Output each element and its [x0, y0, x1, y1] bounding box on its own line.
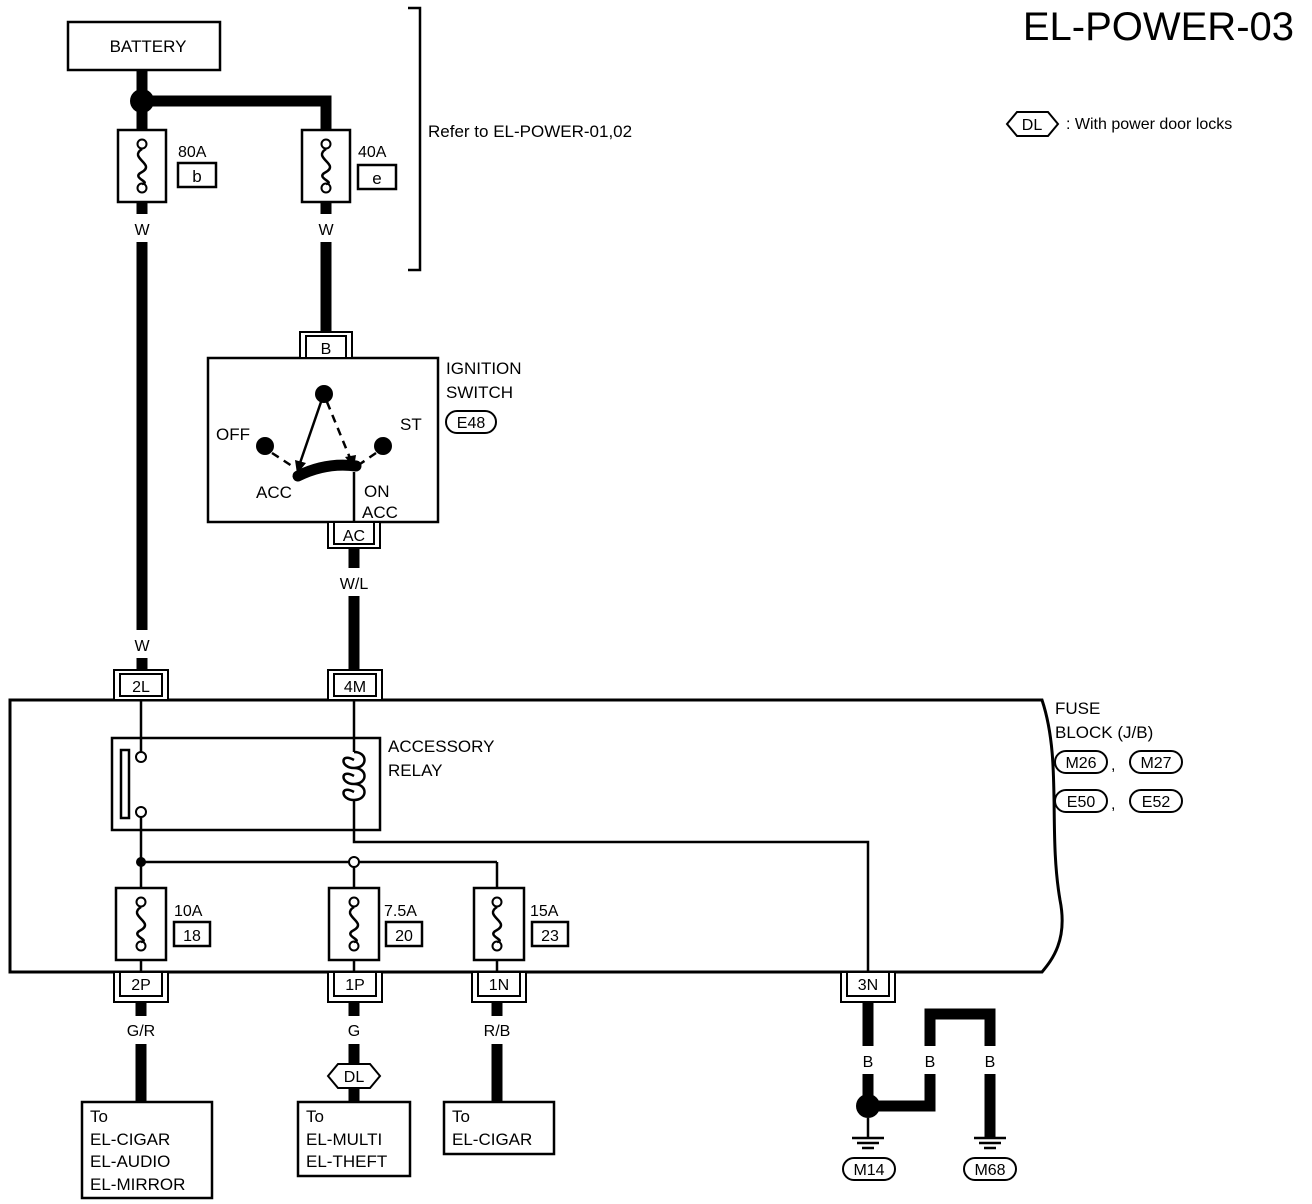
- connector-1n: [471, 971, 527, 1003]
- dest-18-line-2: EL-CIGAR: [90, 1130, 170, 1149]
- relay-name-1: ACCESSORY: [388, 737, 494, 756]
- ground-symbol-m14: [852, 1118, 884, 1150]
- ground-point-m68: M68: [974, 1162, 1005, 1179]
- fuse-18-number: 18: [183, 928, 201, 945]
- connector-e48-oval: [445, 410, 497, 434]
- ignition-pos-on: ON: [364, 482, 390, 501]
- fusible-link-40a: [300, 128, 352, 204]
- dest-23-line-1: To: [452, 1107, 470, 1126]
- wire-to-40a: [150, 95, 332, 130]
- terminal-3n: 3N: [858, 977, 878, 994]
- ground-symbol-m68: [974, 1136, 1006, 1150]
- accessory-relay: [110, 700, 870, 976]
- terminal-1p: 1P: [345, 977, 365, 994]
- legend-code: DL: [1022, 117, 1043, 134]
- jb-input-2l: 2L: [132, 679, 150, 696]
- connector-3n: [840, 971, 896, 1003]
- refer-note: Refer to EL-POWER-01,02: [428, 122, 632, 141]
- connector-m27: M27: [1140, 755, 1171, 772]
- ground-splice: [856, 1094, 880, 1118]
- fuse-20-number: 20: [395, 928, 413, 945]
- connector-e48: E48: [457, 415, 486, 432]
- dest-20-line-2: EL-MULTI: [306, 1130, 382, 1149]
- fusible-link-80a-id: b: [192, 167, 201, 186]
- dest-box-20: [296, 1100, 412, 1178]
- ignition-terminal-b: B: [321, 341, 332, 358]
- dest-18-line-1: To: [90, 1107, 108, 1126]
- wire-w-label-bottom: W: [134, 638, 150, 655]
- fusible-link-40a-id: e: [372, 169, 381, 188]
- battery-box: [66, 20, 222, 72]
- dl-option-icon: [1005, 111, 1060, 137]
- ignition-pos-off: OFF: [216, 425, 250, 444]
- fuse-block-name-1: FUSE: [1055, 699, 1100, 718]
- page-id: EL-POWER-03: [1023, 5, 1294, 49]
- connector-e50: E50: [1067, 794, 1096, 811]
- dest-20-line-3: EL-THEFT: [306, 1152, 387, 1171]
- connector-m26: M26: [1065, 755, 1096, 772]
- ground-point-m14: M14: [853, 1162, 884, 1179]
- wire-w-label-top: W: [134, 222, 150, 239]
- connector-1p: [327, 971, 383, 1003]
- wire-wl-label: W/L: [340, 576, 369, 593]
- fuse-23-rating: 15A: [530, 903, 559, 920]
- battery-splice: [130, 89, 154, 113]
- terminal-2p: 2P: [131, 977, 151, 994]
- ignition-terminal-ac: AC: [343, 528, 365, 545]
- refer-bracket: [408, 6, 422, 272]
- fusible-link-40a-rating: 40A: [358, 144, 387, 161]
- wire-g-dl-label: G: [348, 1023, 360, 1040]
- fuse-23: [472, 886, 526, 962]
- dest-20-line-1: To: [306, 1107, 324, 1126]
- svg-text:,: ,: [1111, 757, 1115, 774]
- relay-name-2: RELAY: [388, 761, 443, 780]
- dest-18-line-4: EL-MIRROR: [90, 1175, 185, 1194]
- legend: DL : With power door locks: [1005, 111, 1232, 137]
- fusible-link-80a-rating: 80A: [178, 144, 207, 161]
- ground-wire-1-label: B: [863, 1054, 874, 1071]
- fuse-18-rating: 10A: [174, 903, 203, 920]
- dest-23-line-2: EL-CIGAR: [452, 1130, 532, 1149]
- fuse-18: [114, 886, 168, 962]
- dest-18-line-3: EL-AUDIO: [90, 1152, 170, 1171]
- ground-wire-2: [876, 1008, 996, 1138]
- ignition-name-1: IGNITION: [446, 359, 522, 378]
- wire-g-label: W: [318, 222, 334, 239]
- fuse-20-rating: 7.5A: [384, 903, 417, 920]
- dest-box-23: [442, 1100, 556, 1156]
- dl-option-code: DL: [344, 1069, 365, 1086]
- ground-wire-2-label: B: [925, 1054, 936, 1071]
- ignition-pos-acc: ACC: [256, 483, 292, 502]
- wire-rb-label: R/B: [484, 1023, 511, 1040]
- battery-label: BATTERY: [110, 37, 187, 56]
- fusible-link-80a: [116, 128, 168, 204]
- dest-box-18: [80, 1100, 214, 1200]
- ignition-switch: [206, 331, 440, 549]
- connector-2l: [113, 669, 169, 701]
- fuse-20: [327, 886, 381, 962]
- dl-option-marker: [326, 1063, 382, 1089]
- wire-gr-label: G/R: [127, 1023, 155, 1040]
- fuse-block-name-2: BLOCK (J/B): [1055, 723, 1153, 742]
- ignition-pos-acc2: ACC: [362, 503, 398, 522]
- fuse-23-number: 23: [541, 928, 559, 945]
- ground-wire-3-label: B: [985, 1054, 996, 1071]
- ignition-name-2: SWITCH: [446, 383, 513, 402]
- terminal-1n: 1N: [489, 977, 509, 994]
- jb-input-4m: 4M: [344, 679, 366, 696]
- svg-text:,: ,: [1111, 796, 1115, 813]
- connector-e52: E52: [1142, 794, 1171, 811]
- legend-text: : With power door locks: [1066, 116, 1232, 133]
- connector-2p: [113, 971, 169, 1003]
- ignition-pos-st: ST: [400, 415, 422, 434]
